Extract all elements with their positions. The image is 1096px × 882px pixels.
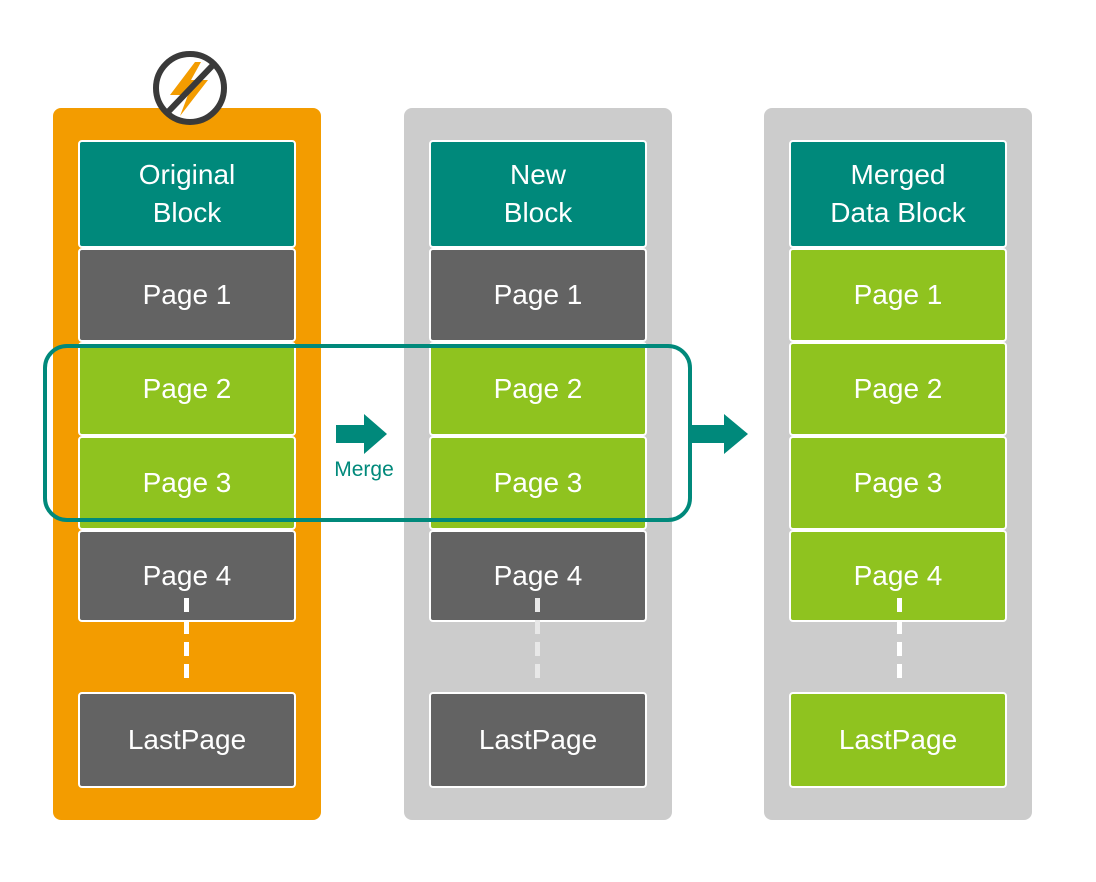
- original-page-1: Page 1: [78, 248, 296, 342]
- original-ellipsis-dash: [184, 598, 189, 684]
- original-page-3: Page 3: [78, 436, 296, 530]
- merged-ellipsis-dash: [897, 598, 902, 684]
- merged-page-2: Page 2: [789, 342, 1007, 436]
- merged-page-3: Page 3: [789, 436, 1007, 530]
- original-block-title: Original Block: [78, 140, 296, 248]
- merged-block-title: Merged Data Block: [789, 140, 1007, 248]
- new-page-2: Page 2: [429, 342, 647, 436]
- merge-selection-frame: [43, 344, 692, 522]
- merge-label: Merge: [334, 458, 394, 481]
- original-last-page: LastPage: [78, 692, 296, 788]
- prohibited-lightning-bolt-icon: [153, 51, 227, 125]
- new-ellipsis-dash: [535, 598, 540, 684]
- right-arrow-icon: [692, 414, 748, 454]
- new-last-page: LastPage: [429, 692, 647, 788]
- original-page-2: Page 2: [78, 342, 296, 436]
- new-page-1: Page 1: [429, 248, 647, 342]
- right-arrow-icon: [336, 414, 387, 454]
- merged-last-page: LastPage: [789, 692, 1007, 788]
- merged-page-1: Page 1: [789, 248, 1007, 342]
- new-page-3: Page 3: [429, 436, 647, 530]
- new-block-title: New Block: [429, 140, 647, 248]
